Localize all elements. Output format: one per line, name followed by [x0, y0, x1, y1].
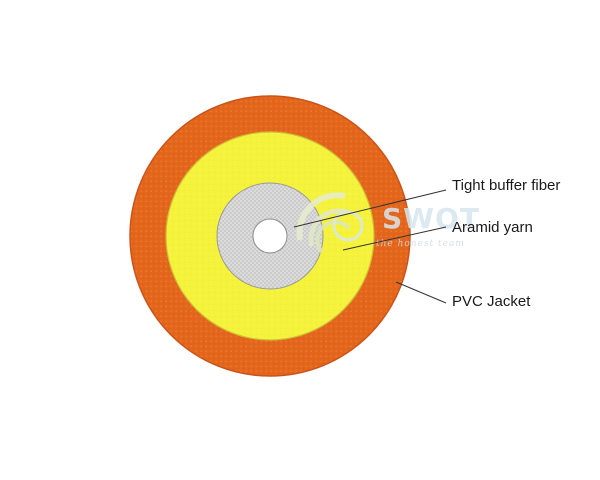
leader-line-aramid-yarn	[342, 226, 447, 251]
watermark-brand: SWOT	[382, 202, 480, 235]
label-tight-buffer-fiber: Tight buffer fiber	[452, 177, 560, 194]
leader-line-pvc-jacket	[395, 281, 447, 304]
fiber-core	[252, 218, 288, 254]
swot-logo-icon	[296, 192, 364, 254]
swot-watermark: SWOT the honest team	[296, 192, 480, 254]
watermark-tagline: the honest team	[376, 239, 465, 249]
leader-line-tight-buffer	[293, 189, 447, 228]
label-aramid-yarn: Aramid yarn	[452, 219, 533, 236]
label-pvc-jacket: PVC Jacket	[452, 293, 531, 310]
